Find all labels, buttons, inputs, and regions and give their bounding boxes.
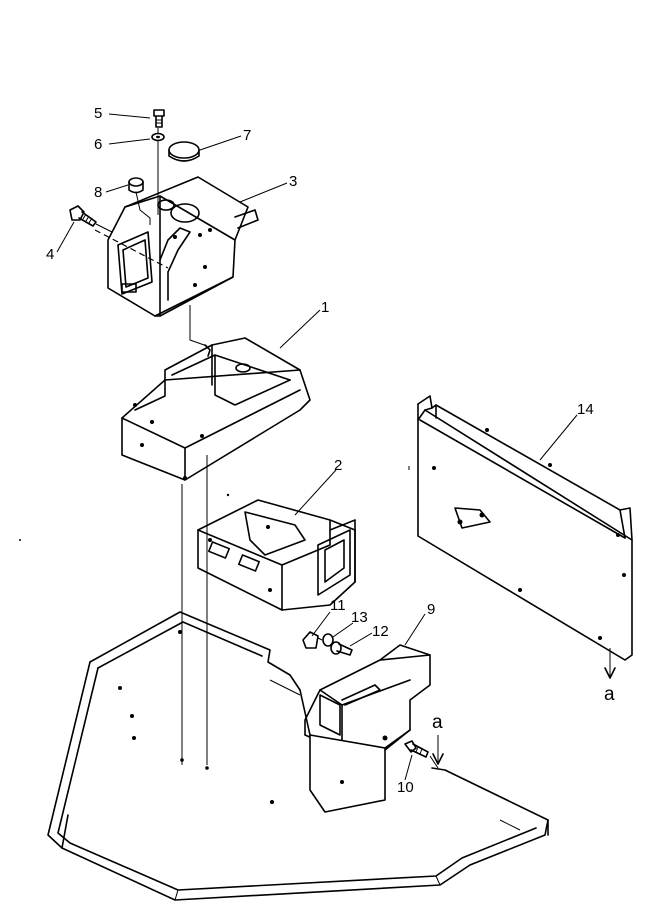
view-arrow-floor	[432, 735, 444, 765]
top-housing-part-3	[94, 176, 259, 317]
grommet-part-8	[128, 177, 144, 194]
callout-3: 3	[289, 173, 297, 190]
center-console-part-1	[121, 305, 311, 481]
callout-12: 12	[372, 623, 389, 640]
floor-plate	[47, 611, 549, 901]
view-label-a-floor: a	[432, 712, 443, 733]
washer-part-6	[151, 132, 165, 142]
view-label-a-panel: a	[604, 684, 615, 705]
callout-14: 14	[577, 401, 594, 418]
callout-8: 8	[94, 184, 102, 201]
callout-9: 9	[427, 601, 435, 618]
bolt-part-4	[69, 205, 97, 227]
assembly-guide-lines	[19, 128, 439, 770]
side-panel-part-14	[417, 395, 633, 661]
callout-6: 6	[94, 136, 102, 153]
bolt-part-10	[404, 740, 429, 758]
washer-part-13	[322, 633, 334, 647]
lower-bracket-part-2	[197, 499, 356, 611]
cap-part-7	[168, 141, 200, 162]
callout-7: 7	[243, 127, 251, 144]
bolt-part-5	[153, 109, 165, 128]
callout-5: 5	[94, 105, 102, 122]
callout-labels: 1 2 3 4 5 6 7 8 9 10 11 12 13 14 a a	[46, 105, 615, 796]
callout-1: 1	[321, 299, 329, 316]
callout-2: 2	[334, 457, 342, 474]
bolt-part-12	[330, 641, 353, 656]
lower-frame-part-9	[299, 644, 431, 813]
callout-10: 10	[397, 779, 414, 796]
callout-13: 13	[351, 609, 368, 626]
view-arrow-panel	[604, 648, 616, 679]
clip-part-11	[302, 631, 319, 649]
callout-4: 4	[46, 246, 54, 263]
leader-lines	[56, 113, 578, 781]
callout-11: 11	[330, 597, 346, 614]
